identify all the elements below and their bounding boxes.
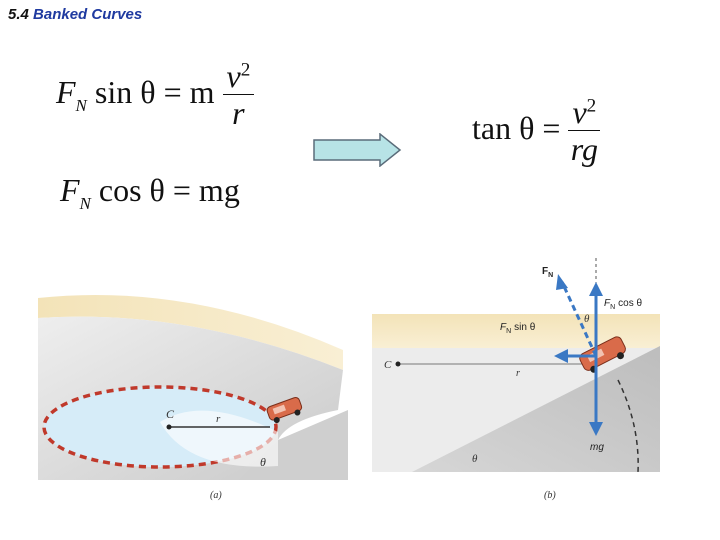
radius-label-b: r: [516, 368, 520, 379]
equation-tan-result: tan θ = v2 rg: [472, 94, 601, 167]
caption-b: (b): [544, 490, 556, 501]
normal-force-arrowhead: [556, 274, 568, 290]
theta-top-label: θ: [584, 313, 590, 325]
eq2-sub: N: [79, 194, 91, 213]
equation-normal-sin: FN sin θ = m v2 r: [56, 58, 255, 131]
eq3-den: rg: [570, 130, 598, 167]
figure-a-banked-track: C r θ (a): [38, 294, 348, 501]
eq2-f: F: [60, 172, 80, 208]
center-label: C: [166, 407, 175, 421]
fn-cos-arrowhead: [589, 282, 603, 296]
track-rim: [38, 294, 343, 370]
eq1-sub: N: [75, 96, 87, 116]
dashed-arc: [617, 379, 639, 473]
eq1-num: v: [226, 58, 241, 94]
eq3-lhs: tan θ =: [472, 110, 561, 147]
eq3-num: v: [572, 94, 587, 130]
angle-label: θ: [260, 455, 266, 469]
fn-sin-arrowhead: [554, 349, 568, 363]
caption-a: (a): [210, 490, 222, 501]
center-dot: [166, 424, 172, 430]
implies-arrow-icon: [313, 133, 402, 167]
normal-force-vector: [560, 281, 598, 357]
eq2-rest: cos θ = mg: [98, 172, 240, 208]
eq1-exp: 2: [240, 59, 251, 81]
banked-slope: [412, 346, 660, 472]
angle-label-b: θ: [472, 453, 478, 465]
slide-title: 5.4 Banked Curves: [8, 6, 142, 23]
weight-arrowhead: [589, 422, 603, 436]
fn-vector-label: FN: [542, 266, 553, 279]
weight-label: mg: [590, 442, 604, 453]
equation-normal-cos: FN cos θ = mg: [60, 172, 240, 213]
eq1-f: F: [56, 74, 76, 111]
center-dot-b: [395, 361, 401, 367]
car-icon: [266, 396, 303, 424]
inner-hole: [160, 410, 278, 467]
eq1-fraction: v2 r: [222, 58, 255, 131]
eq1-rest: sin θ = m: [94, 74, 215, 111]
radius-label: r: [216, 413, 221, 425]
eq3-exp: 2: [586, 95, 597, 117]
section-number: 5.4: [8, 6, 29, 23]
center-label-b: C: [384, 359, 392, 371]
section-title: Banked Curves: [33, 6, 143, 23]
eq1-den: r: [232, 94, 245, 131]
eq3-fraction: v2 rg: [568, 94, 601, 167]
